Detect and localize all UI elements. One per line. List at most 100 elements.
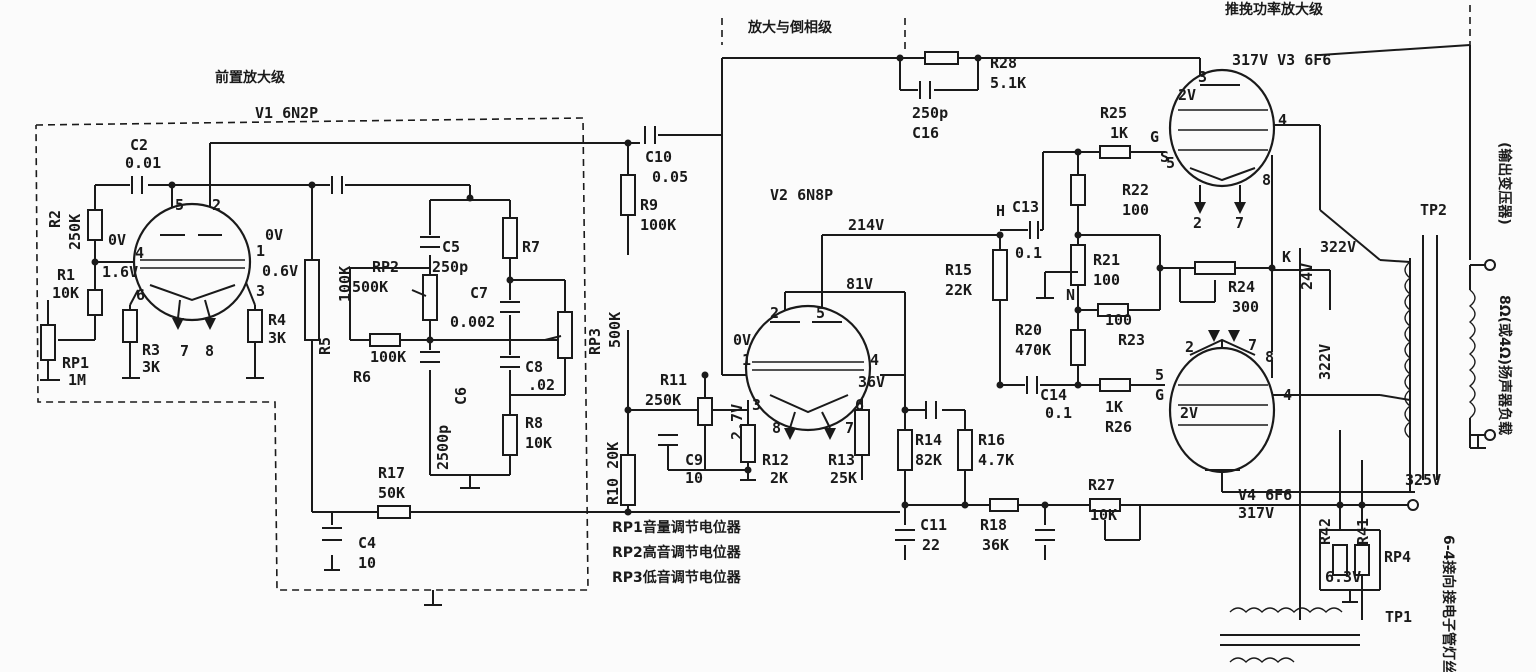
r8-value: 10K <box>525 434 552 452</box>
r24-label: R24 <box>1228 278 1255 296</box>
r7-body <box>502 217 518 259</box>
svg-text:4: 4 <box>1283 386 1292 404</box>
svg-text:2V: 2V <box>1180 404 1198 422</box>
r41-body <box>1354 544 1370 576</box>
r11-value: 250K <box>645 391 681 409</box>
r18-label: R18 <box>980 516 1007 534</box>
svg-text:6: 6 <box>136 286 145 304</box>
svg-text:4: 4 <box>1278 111 1287 129</box>
node-letters: H G S K N G <box>996 128 1291 404</box>
rp3-value: 500K <box>606 312 624 348</box>
r14-label: R14 <box>915 431 942 449</box>
r24-value: 300 <box>1232 298 1259 316</box>
r2-value: 250K <box>66 214 84 250</box>
voltage-labels: 0V 1.6V 0V 0.6V 0V 214V 81V 2.7V 36V 2V … <box>102 86 1441 586</box>
c14-value: 0.1 <box>1045 404 1072 422</box>
v3-tube <box>1168 68 1276 214</box>
r15-body <box>992 249 1008 301</box>
v2-tube <box>744 304 872 440</box>
svg-text:接电子管灯丝: 接电子管灯丝 <box>1440 590 1457 672</box>
speaker-terminal-top <box>1484 259 1496 271</box>
r2-label: R2 <box>46 210 64 228</box>
r9-body <box>620 174 636 216</box>
r9-value: 100K <box>640 216 676 234</box>
r8-label: R8 <box>525 414 543 432</box>
svg-text:2: 2 <box>1193 214 1202 232</box>
svg-text:N: N <box>1066 286 1075 304</box>
svg-text:7: 7 <box>845 419 854 437</box>
c5-value: 250p <box>432 258 468 276</box>
svg-text:5: 5 <box>1155 366 1164 384</box>
r18-body <box>989 498 1019 512</box>
r10-label: R10 20K <box>604 442 622 505</box>
r20-body <box>1070 329 1086 366</box>
svg-text:0V: 0V <box>733 331 751 349</box>
r13-label: R13 <box>828 451 855 469</box>
v1-tube <box>132 202 252 330</box>
svg-text:8Ω(或4Ω)扬声器负载: 8Ω(或4Ω)扬声器负载 <box>1496 295 1513 435</box>
c6-label: C6 <box>452 387 470 405</box>
r11-body <box>697 397 713 426</box>
svg-text:RP3低音调节电位器: RP3低音调节电位器 <box>612 569 742 586</box>
driver-title: 放大与倒相级 <box>747 19 833 36</box>
r3-body <box>122 309 138 343</box>
svg-text:2: 2 <box>770 304 779 322</box>
r18-value: 36K <box>982 536 1009 554</box>
v4-tube <box>1168 330 1276 474</box>
svg-text:3: 3 <box>752 396 761 414</box>
svg-text:5: 5 <box>816 304 825 322</box>
r5-body <box>304 259 320 341</box>
resistors <box>40 51 1370 576</box>
r6-label: R6 <box>353 368 371 386</box>
svg-text:1.6V: 1.6V <box>102 263 138 281</box>
svg-text:8: 8 <box>205 342 214 360</box>
c9-value: 10 <box>685 469 703 487</box>
capacitors <box>131 81 1055 541</box>
r10-body <box>620 454 636 506</box>
r16-label: R16 <box>978 431 1005 449</box>
r23-value: 100 <box>1105 311 1132 329</box>
junctions <box>91 54 1366 516</box>
preamp-section-box <box>35 117 589 591</box>
svg-text:1: 1 <box>742 351 751 369</box>
c11-value: 22 <box>922 536 940 554</box>
r4-value: 3K <box>268 329 286 347</box>
r42-body <box>1332 544 1348 576</box>
rp2-label: RP2 <box>372 258 399 276</box>
svg-text:2: 2 <box>212 196 221 214</box>
c8-label: C8 <box>525 358 543 376</box>
svg-text:3: 3 <box>256 282 265 300</box>
svg-text:RP1音量调节电位器: RP1音量调节电位器 <box>612 519 742 536</box>
r26-value: 1K <box>1105 398 1123 416</box>
svg-text:36V: 36V <box>858 373 885 391</box>
r21-body <box>1070 244 1086 286</box>
c8-value: .02 <box>528 376 555 394</box>
r27-value: 10K <box>1090 506 1117 524</box>
b-plus-terminal <box>1407 499 1419 511</box>
v2-label: V2 6N8P <box>770 186 833 204</box>
r2-body <box>87 209 103 241</box>
tp1-label: TP1 <box>1385 608 1412 626</box>
svg-text:G: G <box>1155 386 1164 404</box>
svg-text:4: 4 <box>870 351 879 369</box>
svg-text:2.7V: 2.7V <box>728 404 746 440</box>
r3-value: 3K <box>142 358 160 376</box>
v1-label: V1 6N2P <box>255 104 318 122</box>
r5-value: 100K <box>336 266 354 302</box>
r21-value: 100 <box>1093 271 1120 289</box>
rp2-value: 500K <box>352 278 388 296</box>
c11-label: C11 <box>920 516 947 534</box>
r22-value: 100 <box>1122 201 1149 219</box>
r1-body <box>87 289 103 316</box>
svg-text:325V: 325V <box>1405 471 1441 489</box>
svg-text:317V: 317V <box>1238 504 1274 522</box>
svg-text:G: G <box>1150 128 1159 146</box>
r14-value: 82K <box>915 451 942 469</box>
r17-body <box>377 505 411 519</box>
speaker-terminal-bottom <box>1484 429 1496 441</box>
r15-value: 22K <box>945 281 972 299</box>
c4-label: C4 <box>358 534 376 552</box>
c9-label: C9 <box>685 451 703 469</box>
c10-value: 0.05 <box>652 168 688 186</box>
